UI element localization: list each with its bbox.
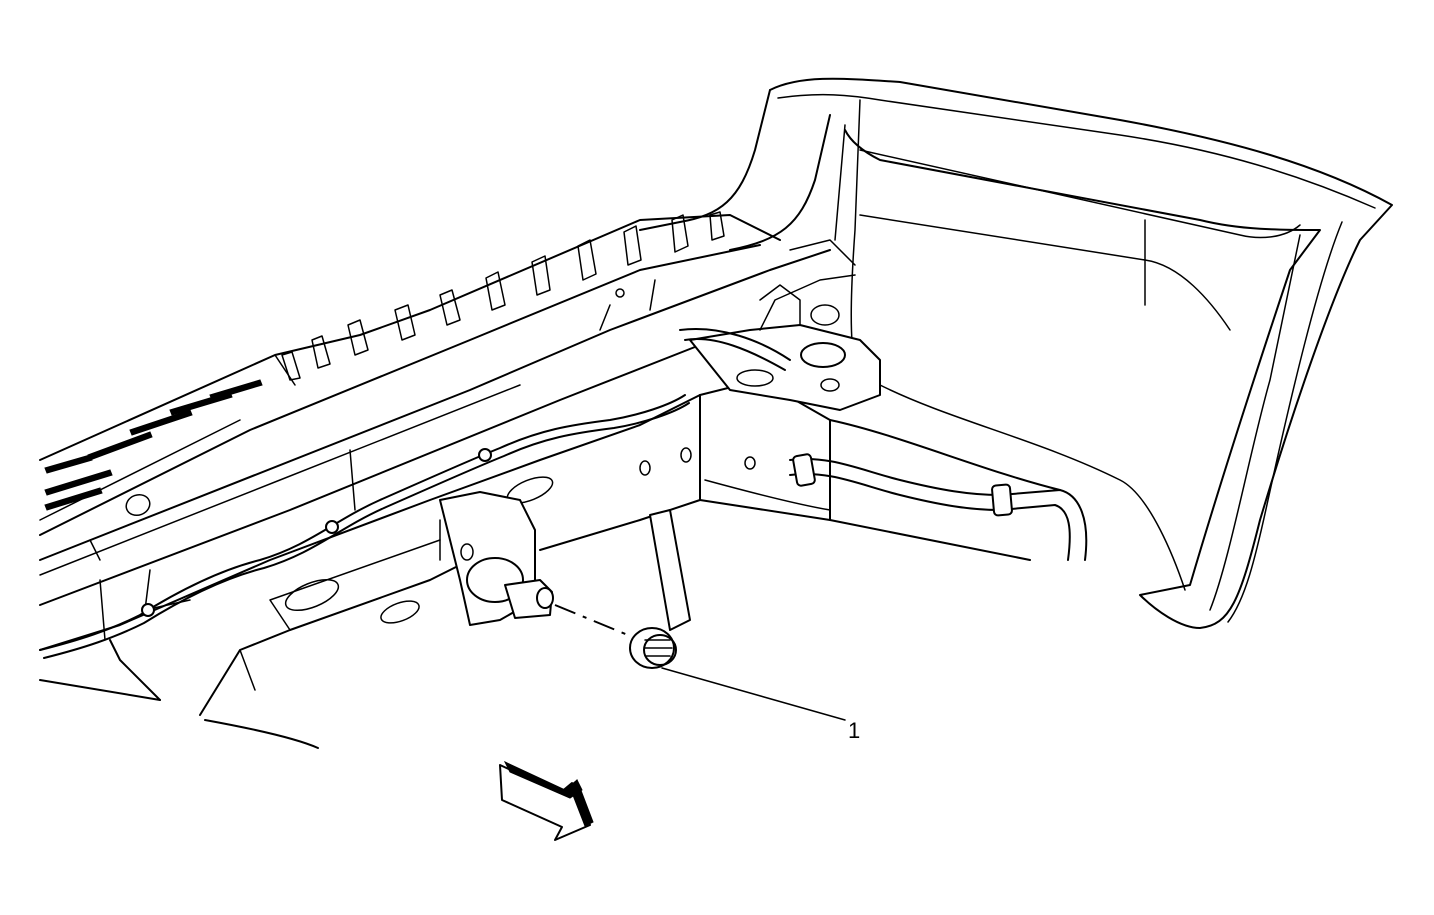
frame-rail — [39, 394, 701, 749]
trailer-connector-bracket — [439, 491, 554, 626]
callout-leader-line — [661, 667, 846, 721]
cross-member — [39, 249, 831, 606]
floor-pan — [39, 211, 781, 536]
callout-number: 1 — [848, 718, 860, 743]
floor-ribs — [281, 211, 725, 381]
alignment-line — [554, 604, 641, 641]
floor-vent-slots — [44, 379, 263, 511]
rear-bumper-fascia — [639, 77, 1393, 629]
wiring-harness — [39, 328, 1088, 659]
forward-arrow-icon — [499, 760, 594, 841]
trailer-wiring-connector — [629, 509, 691, 669]
